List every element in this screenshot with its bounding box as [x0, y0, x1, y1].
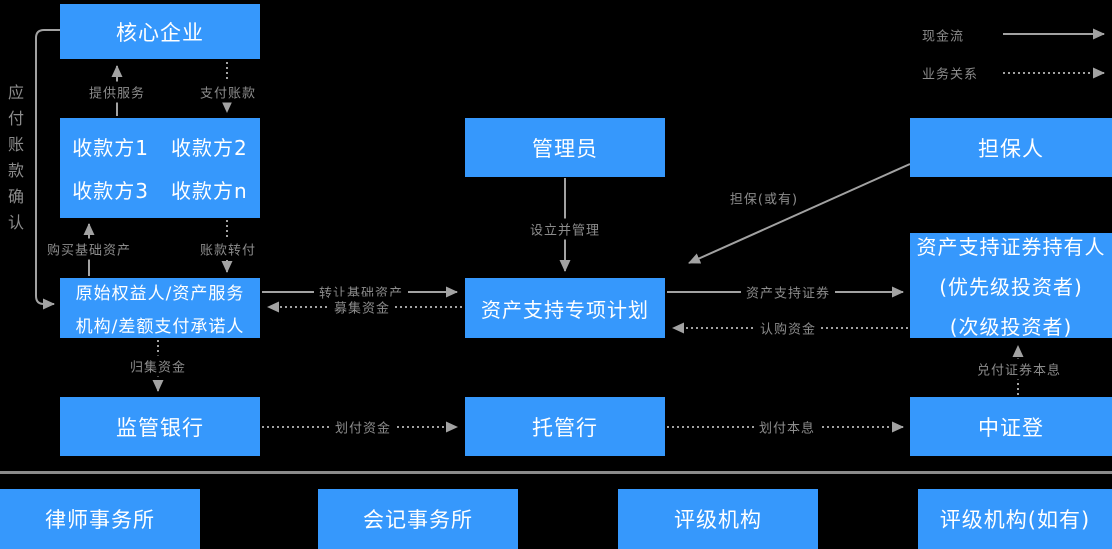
node-rating-agency-label: 评级机构: [674, 508, 762, 532]
payee-n-label: 收款方n: [171, 179, 248, 203]
payee-2-label: 收款方2: [171, 136, 248, 160]
legend-cash-flow-label: 现金流: [922, 29, 965, 45]
node-law-firm-label: 律师事务所: [45, 508, 155, 532]
node-spv: 资产支持专项计划: [465, 278, 665, 338]
edge-guarantee-contingent-label: 担保(或有): [729, 192, 799, 208]
node-law-firm: 律师事务所: [0, 489, 200, 549]
node-securities-holders: 资产支持证券持有人 (优先级投资者) (次级投资者): [910, 233, 1112, 339]
edge-transfer-principal-interest-label: 划付本息: [753, 416, 821, 438]
edge-pay-accounts-label: 支付账款: [194, 81, 262, 103]
node-guarantor: 担保人: [910, 118, 1112, 177]
edge-abs-securities-label: 资产支持证券: [740, 281, 836, 303]
node-spv-label: 资产支持专项计划: [481, 297, 649, 322]
payees-row-2: 收款方3 收款方n: [72, 175, 247, 204]
payable-confirmation-bracket-line: [35, 29, 60, 310]
node-csdc: 中证登: [910, 397, 1112, 456]
node-payees: 收款方1 收款方2 收款方3 收款方n: [60, 118, 260, 218]
node-holders-line1: 资产支持证券持有人: [916, 235, 1106, 259]
node-rating-agency-optional: 评级机构(如有): [918, 489, 1112, 549]
edge-guarantee-contingent-line: [688, 163, 911, 264]
section-divider-line: [0, 471, 1112, 474]
node-administrator-label: 管理员: [532, 136, 598, 161]
node-rating-agency-optional-label: 评级机构(如有): [939, 508, 1091, 532]
node-accounting-firm: 会记事务所: [318, 489, 518, 549]
node-custodian-bank: 托管行: [465, 397, 665, 456]
node-supervisory-bank: 监管银行: [60, 397, 260, 456]
node-custodian-bank-label: 托管行: [532, 415, 598, 440]
node-accounting-firm-label: 会记事务所: [363, 508, 473, 532]
node-administrator: 管理员: [465, 118, 665, 177]
edge-transfer-accounts-label: 账款转付: [194, 238, 262, 260]
edge-subscription-funds-label: 认购资金: [754, 317, 822, 339]
node-supervisory-bank-label: 监管银行: [116, 415, 204, 440]
node-rating-agency: 评级机构: [618, 489, 818, 549]
node-core-enterprise: 核心企业: [60, 4, 260, 59]
payee-1-label: 收款方1: [72, 136, 149, 160]
edge-transfer-funds-label: 划付资金: [329, 416, 397, 438]
edge-purchase-base-assets-label: 购买基础资产: [41, 238, 137, 260]
node-originator-line1: 原始权益人/资产服务: [75, 284, 245, 304]
node-holders-line2: (优先级投资者): [939, 275, 1083, 299]
edge-provide-services-label: 提供服务: [83, 81, 151, 103]
edge-raise-funds-label: 募集资金: [328, 296, 396, 318]
node-holders-line3: (次级投资者): [949, 315, 1073, 339]
node-guarantor-label: 担保人: [978, 136, 1044, 161]
edge-establish-and-manage-label: 设立并管理: [524, 218, 606, 240]
payees-row-1: 收款方1 收款方2: [72, 132, 247, 161]
node-csdc-label: 中证登: [978, 415, 1044, 440]
payee-3-label: 收款方3: [72, 179, 150, 203]
edge-collect-funds-label: 归集资金: [124, 355, 192, 377]
payable-confirmation-note: 应付账款确认: [5, 84, 24, 240]
node-core-enterprise-label: 核心企业: [116, 20, 204, 45]
node-originator-line2: 机构/差额支付承诺人: [75, 317, 245, 337]
node-originator: 原始权益人/资产服务 机构/差额支付承诺人: [60, 278, 260, 338]
legend-business-relation-label: 业务关系: [922, 67, 979, 83]
edge-redeem-securities-label: 兑付证券本息: [971, 358, 1067, 380]
